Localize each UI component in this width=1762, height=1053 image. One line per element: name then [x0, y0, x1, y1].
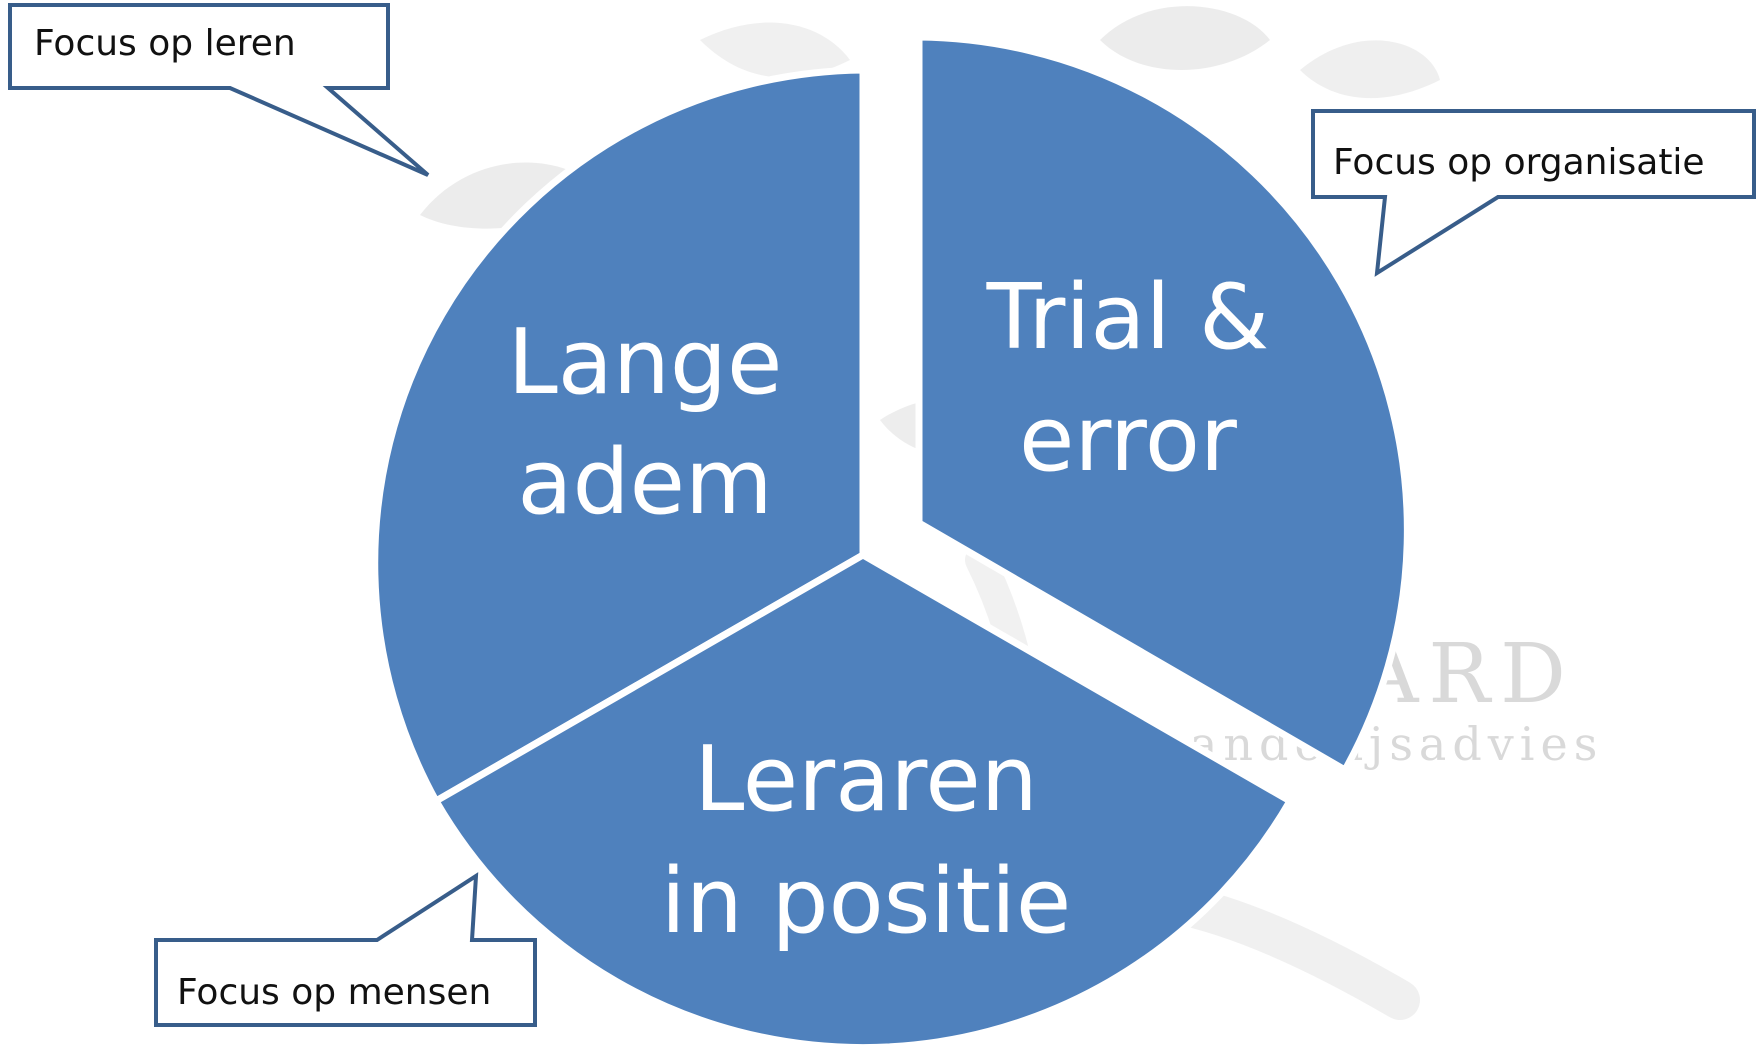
label-leraren-line2: in positie [661, 849, 1071, 954]
callout-focus-op-organisatie-text: Focus op organisatie [1333, 142, 1705, 183]
label-lange-adem-line1: Lange [508, 310, 783, 415]
callout-focus-op-leren-text: Focus op leren [34, 23, 296, 64]
label-trial-error-line1: Trial & [986, 265, 1270, 370]
segment-leraren-in-positie [431, 550, 1295, 1052]
label-leraren-line1: Leraren [694, 727, 1038, 832]
callout-focus-op-mensen-text: Focus op mensen [177, 972, 491, 1013]
label-lange-adem-line2: adem [517, 430, 772, 535]
callout-focus-op-mensen: Focus op mensen [154, 872, 537, 1027]
callout-focus-op-organisatie: Focus op organisatie [1311, 109, 1756, 277]
segment-lange-adem [371, 66, 867, 806]
segment-trial-error [915, 33, 1411, 775]
watermark-subtitle: ande ijsadvies [1190, 717, 1603, 771]
callout-focus-op-leren: Focus op leren [8, 3, 430, 177]
label-trial-error-line2: error [1019, 387, 1237, 492]
